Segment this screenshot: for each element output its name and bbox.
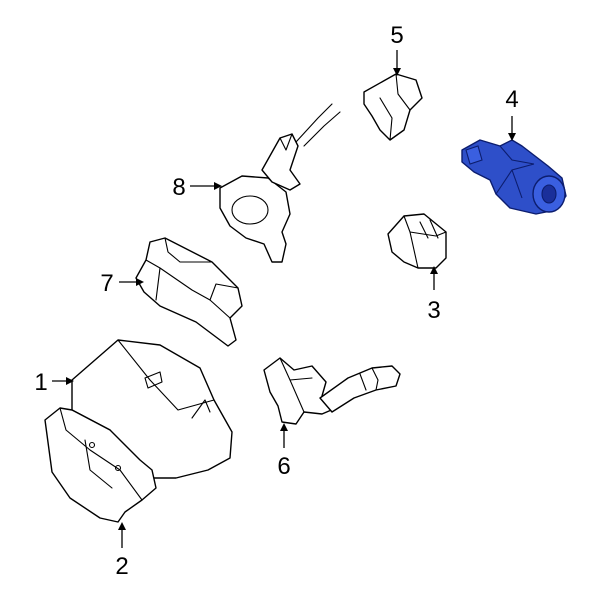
part-bracket[interactable] bbox=[387, 213, 447, 269]
callout-3: 3 bbox=[427, 297, 440, 324]
part-clip[interactable] bbox=[363, 73, 423, 141]
part-ignition-lock-cylinder[interactable] bbox=[461, 139, 567, 215]
callout-5: 5 bbox=[390, 22, 403, 49]
callout-2: 2 bbox=[115, 553, 128, 580]
part-combination-switch[interactable] bbox=[263, 357, 401, 425]
callout-8: 8 bbox=[172, 174, 185, 201]
callout-4: 4 bbox=[505, 86, 518, 113]
callout-7: 7 bbox=[100, 270, 113, 297]
part-switch-housing[interactable] bbox=[135, 237, 243, 347]
part-clockspring[interactable] bbox=[219, 103, 341, 263]
callout-6: 6 bbox=[277, 453, 290, 480]
part-steering-column-shroud[interactable] bbox=[44, 339, 233, 523]
callout-1: 1 bbox=[34, 369, 47, 396]
callout-labels: 1 2 3 4 5 6 7 8 bbox=[34, 22, 518, 580]
lock-keyway bbox=[541, 184, 557, 204]
leader-lines bbox=[52, 50, 516, 548]
